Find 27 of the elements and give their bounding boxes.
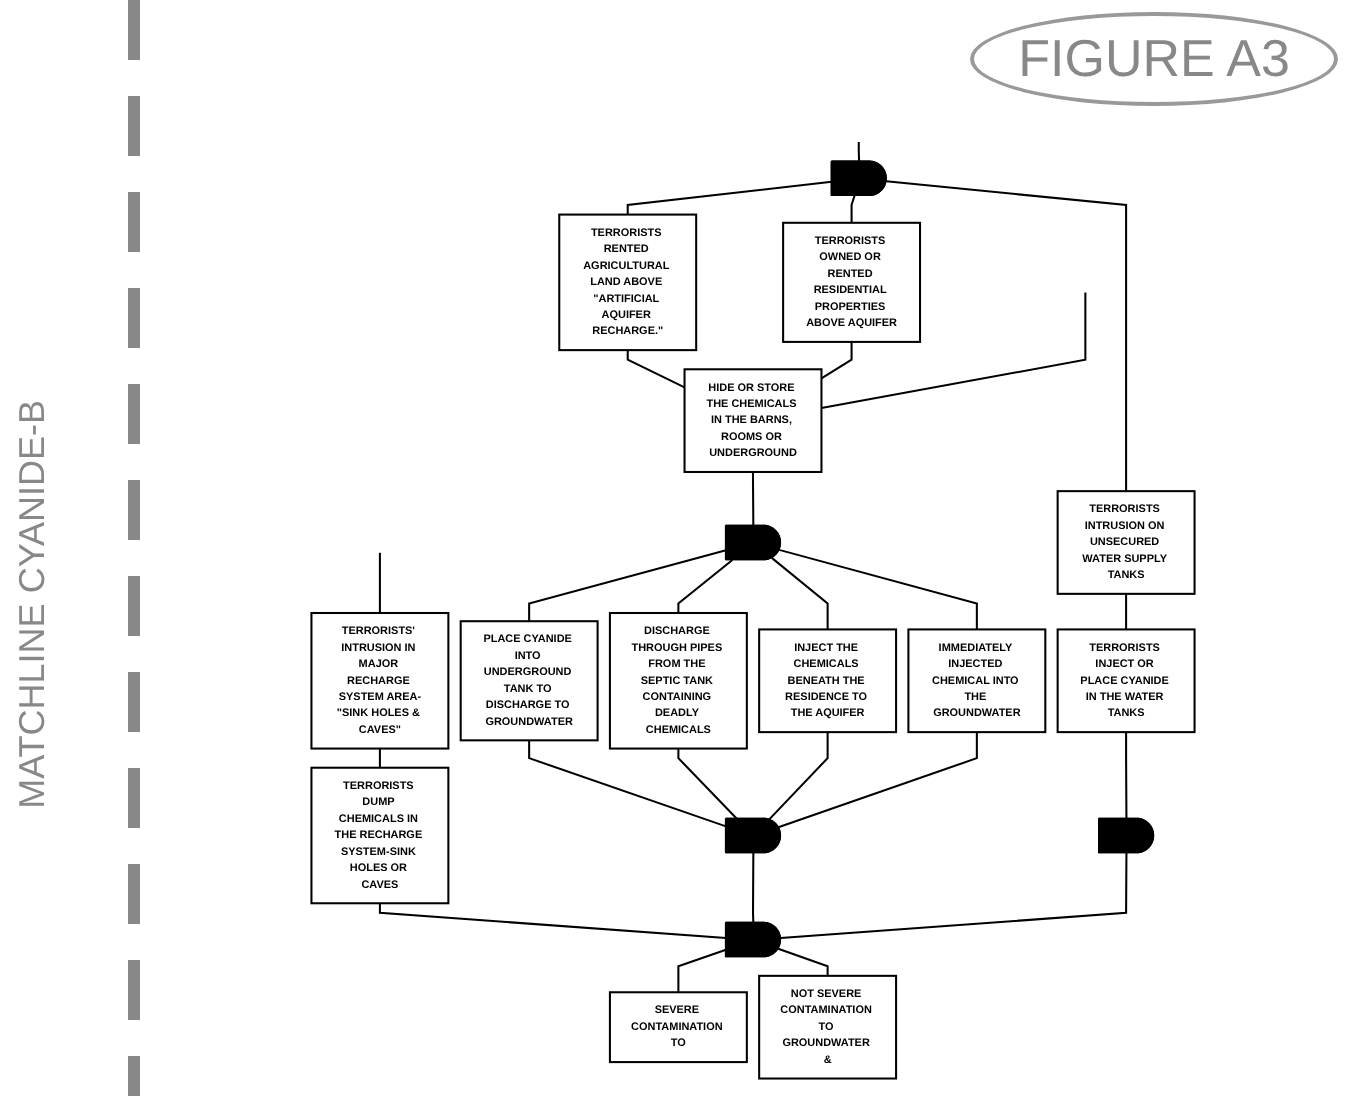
connector bbox=[820, 341, 853, 380]
connector bbox=[677, 948, 727, 993]
connector bbox=[886, 180, 1128, 492]
matchline-label: MATCHLINE CYANIDE-B bbox=[12, 400, 54, 809]
connector bbox=[677, 559, 734, 613]
connector bbox=[751, 472, 755, 526]
connector bbox=[378, 552, 381, 613]
connector bbox=[626, 350, 685, 389]
connector bbox=[777, 947, 829, 976]
connector bbox=[768, 732, 829, 821]
connector bbox=[751, 852, 755, 923]
connector bbox=[528, 740, 727, 828]
connector bbox=[626, 180, 832, 215]
connector bbox=[378, 903, 727, 939]
connector bbox=[778, 548, 978, 630]
connector bbox=[821, 292, 1087, 410]
figure-title: FIGURE A3 bbox=[970, 12, 1338, 106]
connector bbox=[850, 195, 856, 223]
connector bbox=[857, 142, 861, 162]
connector bbox=[677, 748, 738, 820]
connector bbox=[1125, 593, 1128, 630]
connector bbox=[1125, 732, 1128, 819]
connector bbox=[378, 748, 381, 768]
connector bbox=[771, 557, 829, 630]
connector bbox=[528, 549, 727, 622]
connector bbox=[778, 732, 978, 829]
connector bbox=[780, 852, 1128, 939]
